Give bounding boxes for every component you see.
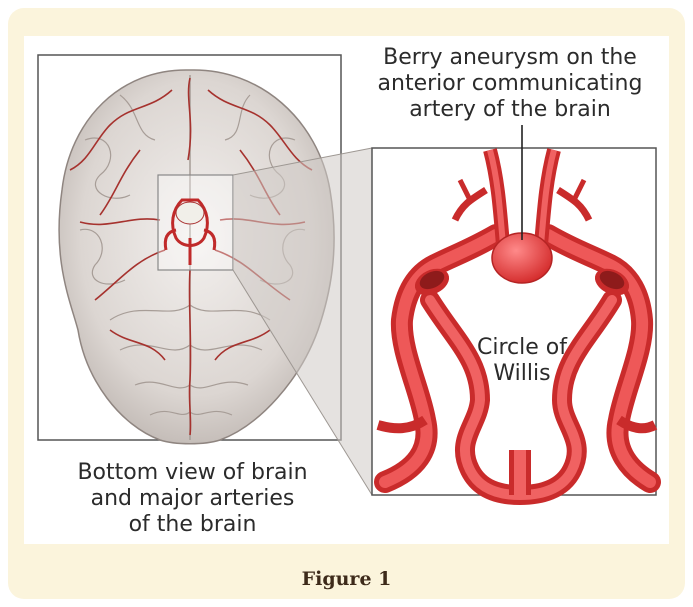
figure-caption: Figure 1: [8, 568, 685, 590]
bottom-view-label: Bottom view of brain and major arteries …: [40, 460, 345, 538]
berry-aneurysm: [492, 233, 552, 283]
circle-of-willis-label: Circle of Willis: [452, 335, 592, 387]
aneurysm-label: Berry aneurysm on the anterior communica…: [365, 45, 655, 123]
